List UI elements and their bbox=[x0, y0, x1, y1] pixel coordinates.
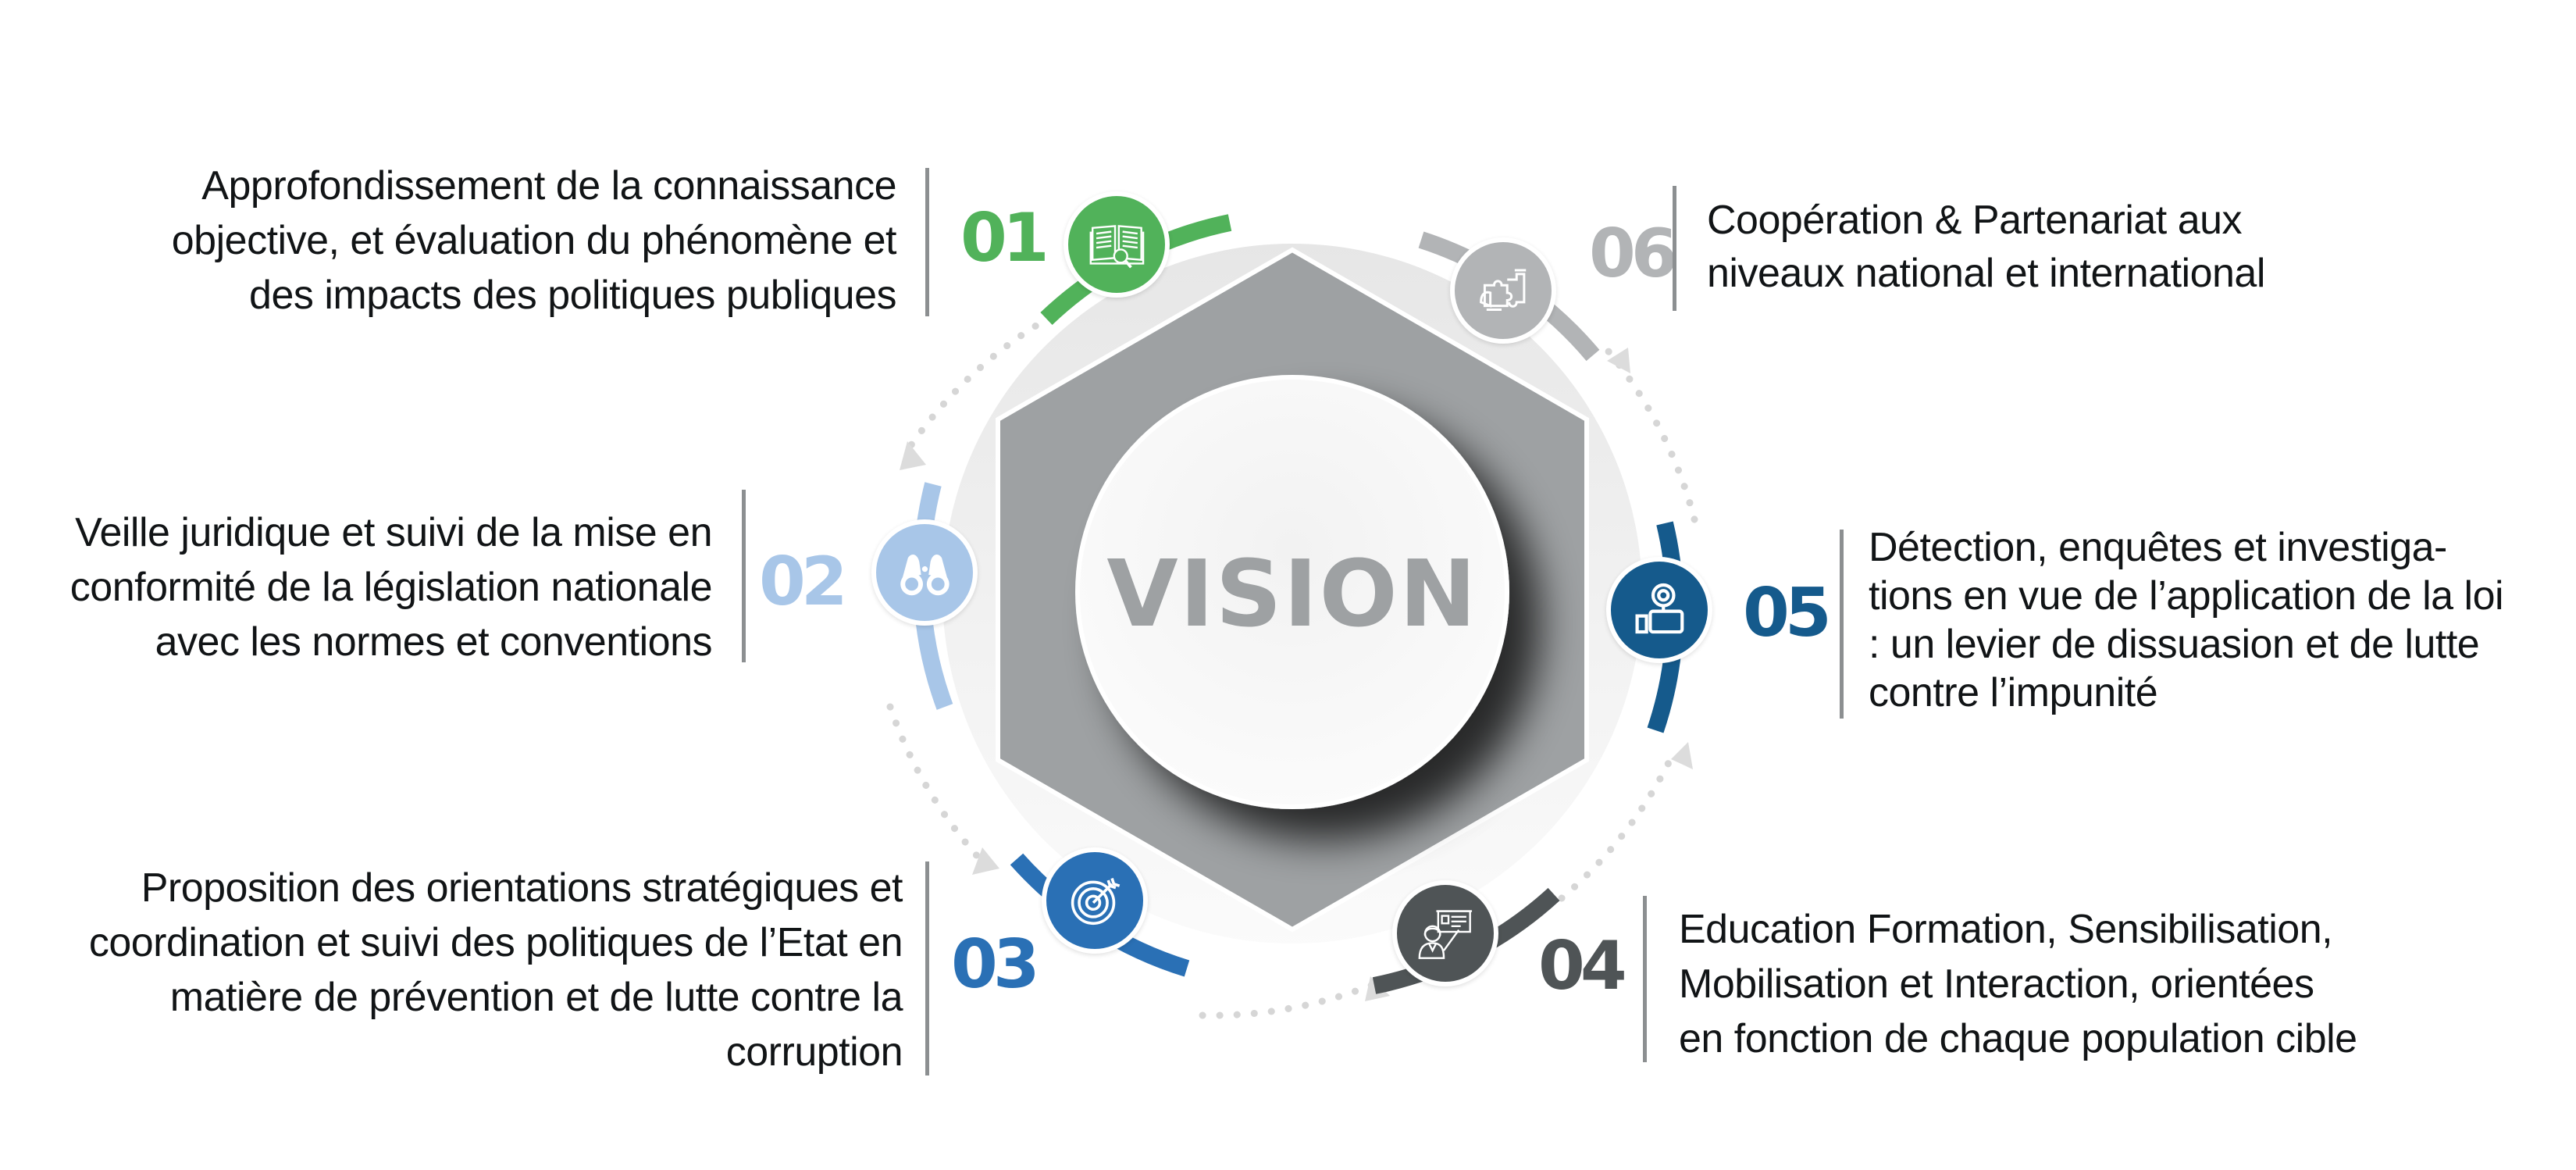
step-06-number: 06 bbox=[1589, 215, 1678, 293]
step-05-icon-button[interactable] bbox=[1606, 557, 1712, 663]
center-circle bbox=[1075, 375, 1509, 809]
step-01-icon-button[interactable] bbox=[1064, 191, 1170, 298]
step-05-line: contre l’impunité bbox=[1869, 670, 2158, 715]
step-03-divider bbox=[925, 861, 929, 1075]
target-arrow-icon bbox=[1071, 877, 1120, 925]
step-06-line: niveaux national et international bbox=[1707, 251, 2265, 296]
step-01-divider bbox=[925, 168, 929, 316]
step-02-icon-button[interactable] bbox=[871, 519, 978, 626]
step-05-description: Détection, enquêtes et investiga- tions … bbox=[1869, 523, 2504, 717]
step-06-line: Coopération & Partenariat aux bbox=[1707, 198, 2243, 243]
step-01-description: Approfondissement de la connaissance obj… bbox=[171, 159, 897, 323]
step-04-number: 04 bbox=[1538, 927, 1627, 1005]
investigation-magnifier-icon bbox=[1635, 583, 1683, 633]
step-06-description: Coopération & Partenariat aux niveaux na… bbox=[1707, 194, 2265, 300]
step-05-divider bbox=[1840, 530, 1844, 719]
step-04-divider bbox=[1643, 896, 1647, 1062]
step-04-line: Mobilisation et Interaction, orientées bbox=[1679, 961, 2314, 1007]
step-01-number: 01 bbox=[960, 199, 1049, 277]
step-05-line: Détection, enquêtes et investiga- bbox=[1869, 525, 2447, 570]
step-03-line: Proposition des orientations stratégique… bbox=[141, 865, 903, 911]
step-06-icon-button[interactable] bbox=[1450, 237, 1556, 344]
step-02-line: avec les normes et conventions bbox=[155, 619, 713, 665]
step-04-line: Education Formation, Sensibilisation, bbox=[1679, 907, 2333, 952]
binoculars-icon bbox=[900, 554, 950, 595]
step-04-description: Education Formation, Sensibilisation, Mo… bbox=[1679, 902, 2357, 1066]
step-02-description: Veille juridique et suivi de la mise en … bbox=[69, 505, 713, 669]
dotted-connectors bbox=[886, 313, 1698, 1019]
teacher-presentation-icon bbox=[1418, 909, 1472, 959]
step-02-line: conformité de la législation nationale bbox=[69, 565, 713, 610]
step-02-line: Veille juridique et suivi de la mise en bbox=[75, 510, 712, 555]
step-06-divider bbox=[1673, 186, 1676, 311]
step-01-line: des impacts des politiques publiques bbox=[249, 273, 896, 318]
step-01-line: Approfondissement de la connaissance bbox=[201, 163, 896, 209]
step-05-line: : un levier de dissuasion et de lutte bbox=[1869, 622, 2480, 667]
step-04-line: en fonction de chaque population cible bbox=[1679, 1016, 2357, 1061]
step-03-line: corruption bbox=[725, 1029, 903, 1075]
puzzle-handshake-icon bbox=[1479, 269, 1526, 311]
step-05-line: tions en vue de l’application de la loi bbox=[1869, 573, 2504, 619]
step-03-number: 03 bbox=[951, 926, 1040, 1004]
step-05-number: 05 bbox=[1743, 574, 1832, 652]
step-02-divider bbox=[742, 490, 746, 662]
step-03-description: Proposition des orientations stratégique… bbox=[89, 861, 903, 1079]
step-01-line: objective, et évaluation du phénomène et bbox=[171, 218, 897, 263]
step-04-icon-button[interactable] bbox=[1392, 880, 1498, 986]
step-03-line: matière de prévention et de lutte contre… bbox=[169, 975, 903, 1020]
step-03-line: coordination et suivi des politiques de … bbox=[88, 920, 903, 965]
step-03-icon-button[interactable] bbox=[1042, 847, 1148, 954]
step-02-number: 02 bbox=[759, 543, 848, 621]
center-vision-label: VISION bbox=[1106, 540, 1478, 647]
book-magnifier-icon bbox=[1089, 224, 1144, 269]
